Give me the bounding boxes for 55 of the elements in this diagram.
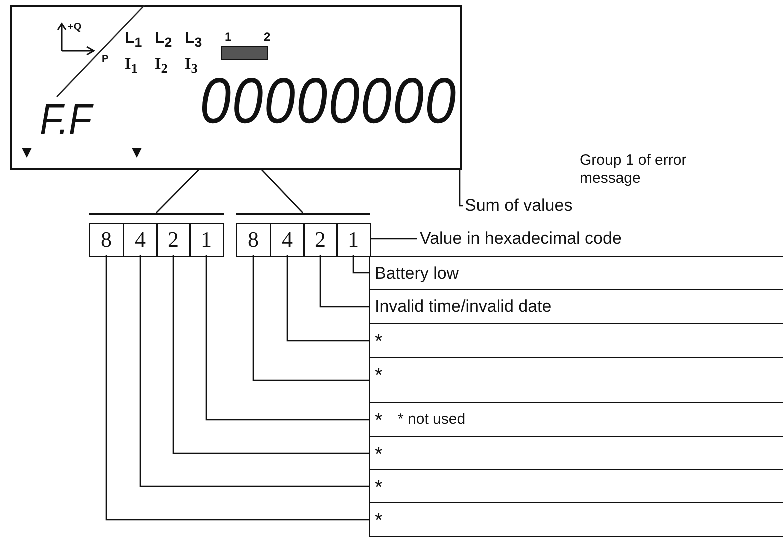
leader-line bbox=[286, 255, 369, 342]
error-text: * bbox=[375, 332, 383, 352]
leader-line bbox=[459, 170, 463, 207]
current-label: I$_{3}$ bbox=[185, 57, 198, 76]
leader-line bbox=[320, 255, 369, 308]
error-text: Battery low bbox=[375, 265, 460, 282]
digit-readout: 00000000 bbox=[200, 69, 458, 134]
bit-group-bar bbox=[89, 213, 224, 255]
leader-line bbox=[156, 170, 200, 214]
bit-weight-cell: 1 bbox=[189, 223, 224, 257]
tariff-number: 1 bbox=[225, 31, 232, 43]
phase-label: L$_{2}$ bbox=[155, 31, 172, 50]
current-label: I$_{2}$ bbox=[155, 57, 168, 76]
leader-line bbox=[252, 255, 369, 382]
error-text: * bbox=[375, 411, 383, 431]
error-row bbox=[369, 358, 783, 403]
footnote-text: * not used bbox=[398, 412, 466, 427]
phase-label: L$_{1}$ bbox=[125, 31, 142, 50]
bit-group-bar bbox=[236, 213, 370, 255]
callout-label: Value in hexadecimal code bbox=[420, 229, 640, 249]
error-row bbox=[369, 324, 783, 358]
leader-line bbox=[172, 255, 369, 454]
error-row bbox=[369, 290, 783, 324]
display-code: F.F bbox=[40, 99, 92, 143]
display-symbol: P bbox=[102, 55, 109, 65]
leader-line bbox=[206, 255, 369, 421]
callout-label: Sum of values bbox=[465, 196, 605, 216]
display-symbol: +Q bbox=[68, 23, 82, 33]
tariff-number: 2 bbox=[264, 31, 271, 43]
error-text: * bbox=[375, 478, 383, 498]
bit-weight-cell: 8 bbox=[89, 223, 124, 257]
leader-line bbox=[262, 170, 304, 214]
error-row bbox=[369, 437, 783, 470]
bit-weight-cell: 2 bbox=[156, 223, 191, 257]
bit-weight-cell: 1 bbox=[336, 223, 371, 257]
bit-weight-cell: 4 bbox=[123, 223, 158, 257]
error-row bbox=[369, 470, 783, 503]
error-text: * bbox=[375, 511, 383, 531]
leader-line bbox=[352, 255, 369, 274]
leader-line bbox=[106, 255, 369, 521]
error-text: * bbox=[375, 366, 383, 386]
bit-weight-cell: 2 bbox=[303, 223, 338, 257]
note-text: Group 1 of error message bbox=[580, 152, 688, 188]
leader-line bbox=[371, 238, 417, 240]
bit-weight-cell: 8 bbox=[236, 223, 271, 257]
error-text: * bbox=[375, 445, 383, 465]
error-row bbox=[369, 503, 783, 537]
bit-weight-cell: 4 bbox=[270, 223, 305, 257]
leader-line bbox=[140, 255, 369, 488]
current-label: I$_{1}$ bbox=[125, 57, 138, 76]
error-text: Invalid time/invalid date bbox=[375, 298, 552, 315]
error-row bbox=[369, 403, 783, 437]
lcd-display bbox=[10, 5, 462, 170]
error-row bbox=[369, 256, 783, 290]
phase-label: L$_{3}$ bbox=[185, 31, 202, 50]
